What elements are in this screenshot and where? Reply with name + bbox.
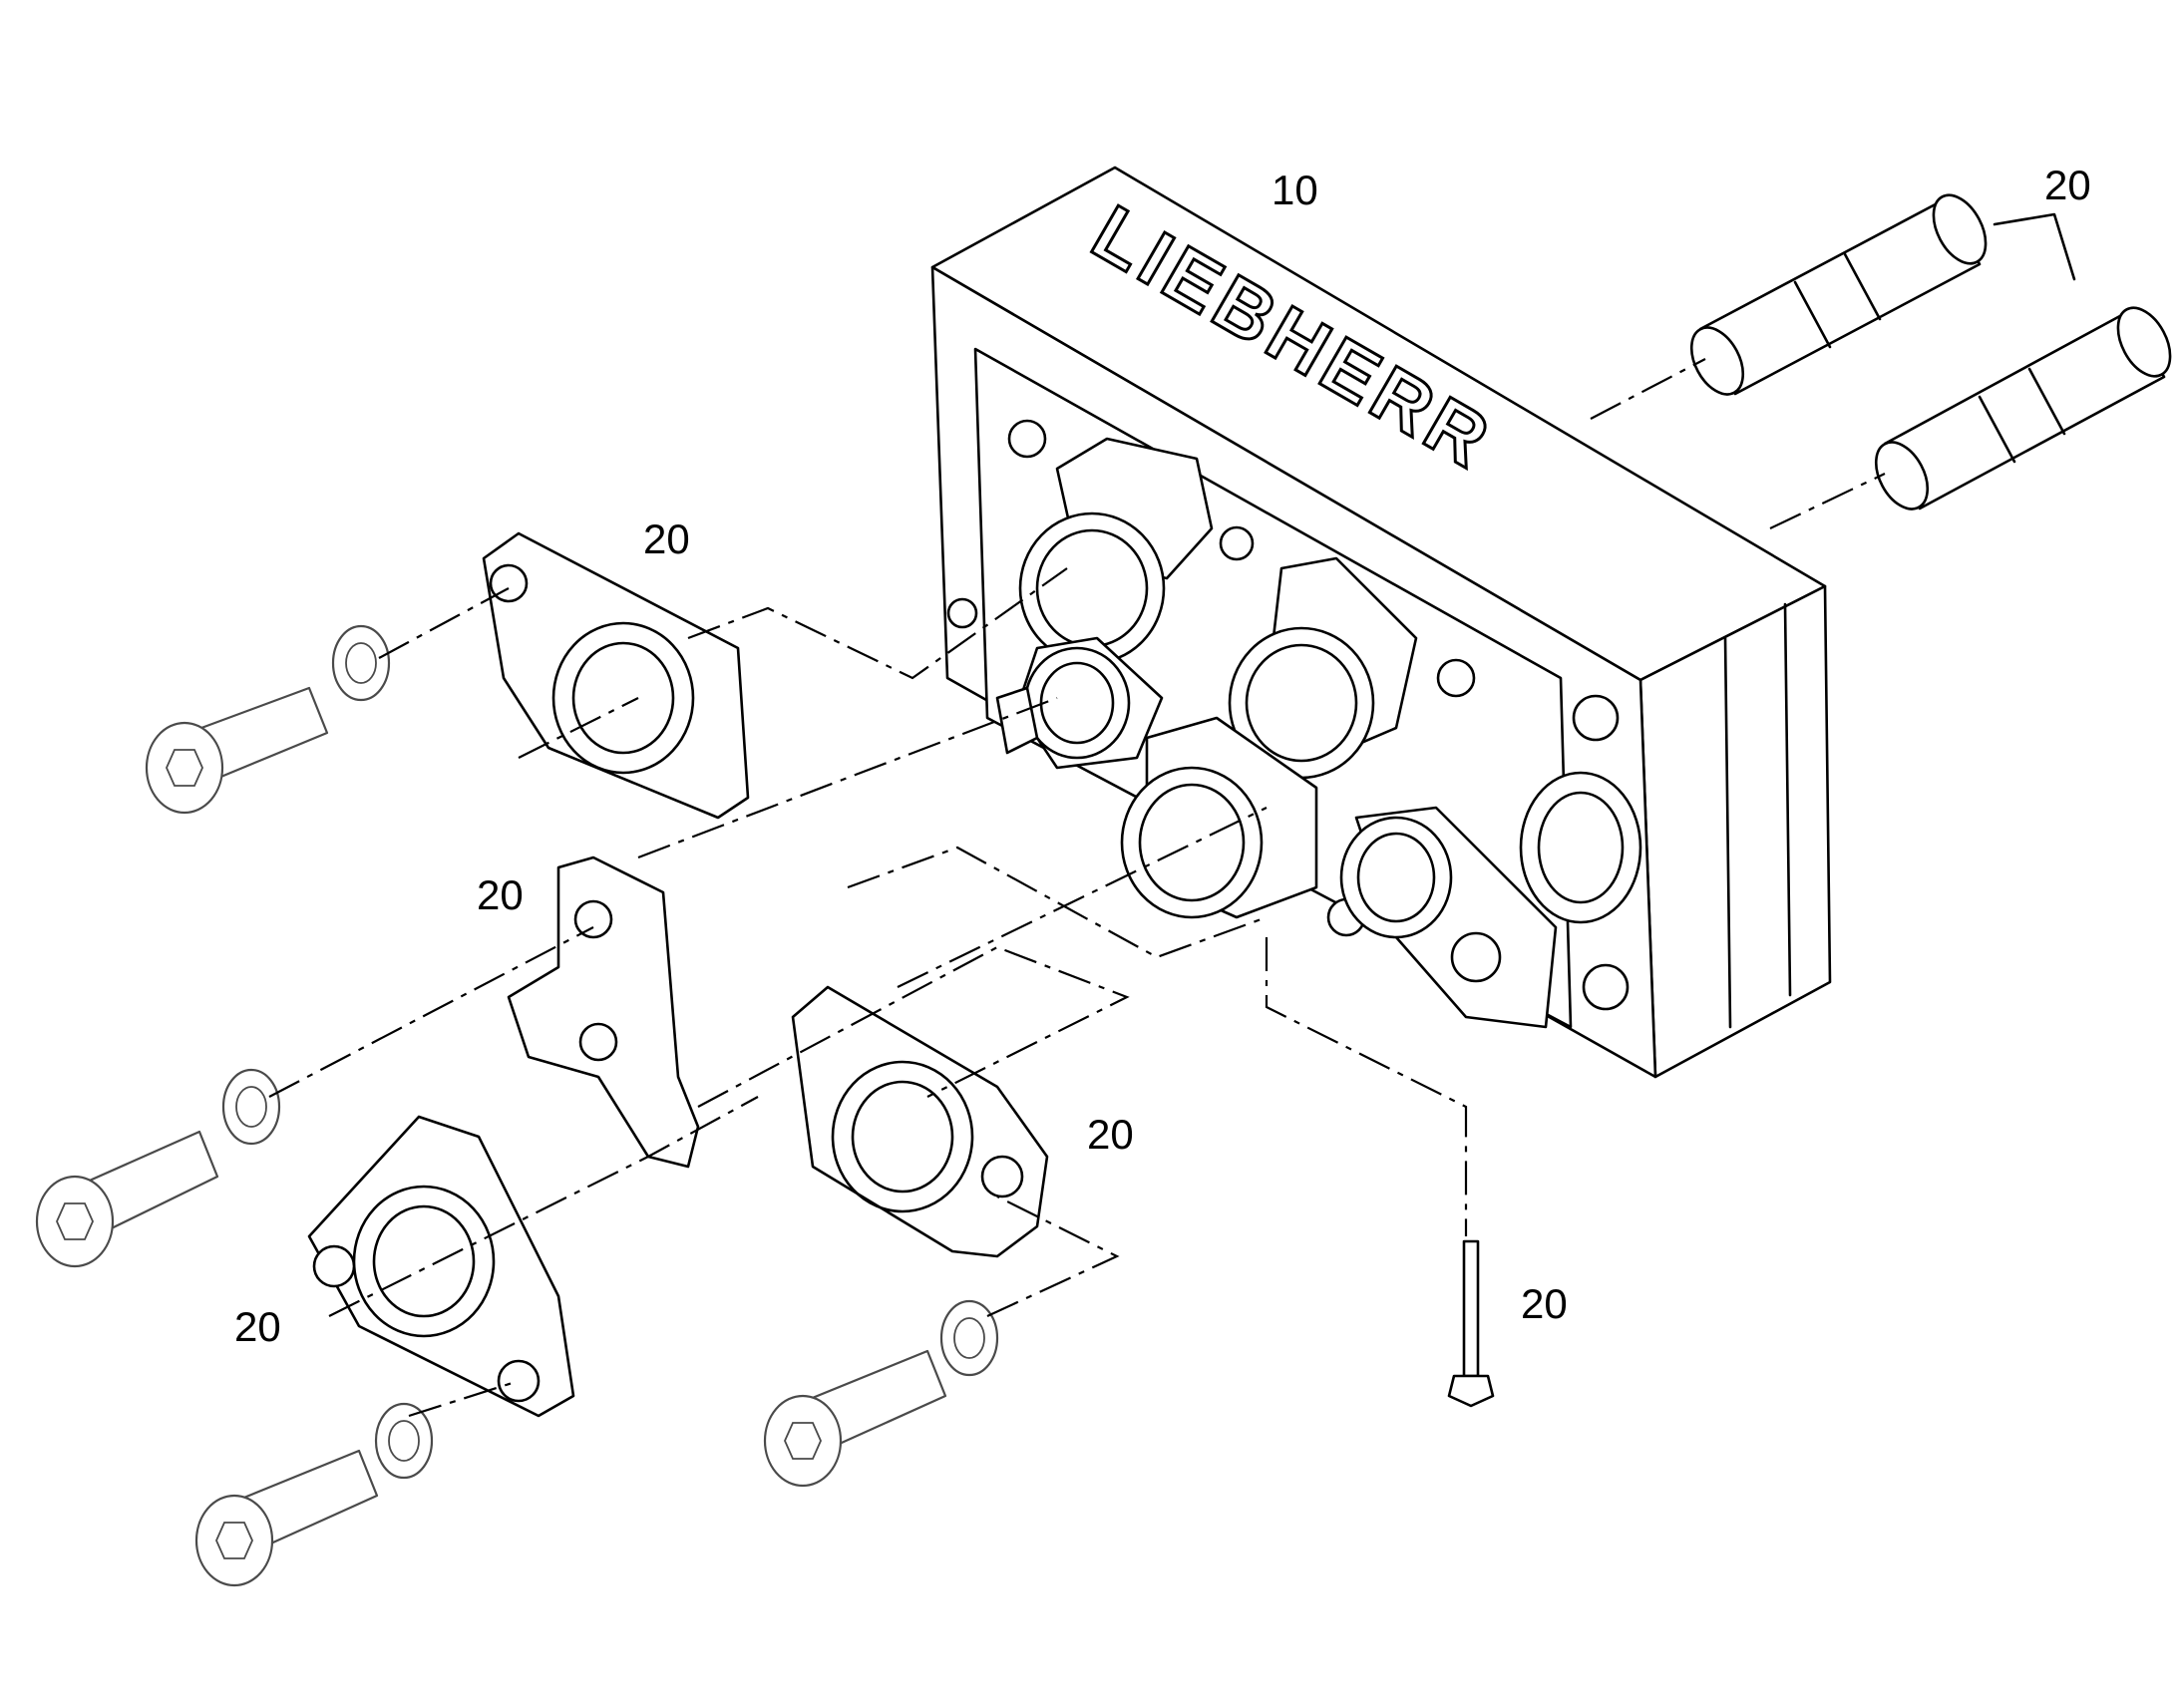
callout-bolt-vertical: 20 bbox=[1521, 1280, 1568, 1327]
flange-bottom bbox=[307, 1115, 575, 1418]
callout-flange-right: 20 bbox=[1087, 1111, 1134, 1158]
assembly-axes bbox=[268, 358, 1886, 1418]
spacer-plate bbox=[507, 855, 700, 1169]
valve-housing: LIEBHERR bbox=[930, 166, 1832, 1079]
washer-2 bbox=[221, 1068, 281, 1146]
socket-bolt-2 bbox=[35, 1130, 219, 1268]
flange-top bbox=[482, 531, 750, 820]
callout-spacer: 20 bbox=[477, 871, 524, 918]
callout-housing: 10 bbox=[1272, 167, 1318, 213]
port-boss-2 bbox=[1228, 556, 1418, 780]
socket-bolt-1 bbox=[145, 686, 329, 815]
dowel-pin-2 bbox=[1874, 306, 2172, 511]
socket-bolt-3 bbox=[194, 1449, 379, 1587]
pins-leader bbox=[1993, 212, 2076, 281]
port-boss-5 bbox=[1339, 806, 1558, 1029]
port-boss-4 bbox=[995, 636, 1164, 770]
flange-right bbox=[791, 985, 1049, 1258]
port-boss-3 bbox=[1120, 716, 1318, 919]
callout-flange-bottom: 20 bbox=[234, 1303, 281, 1350]
hex-bolt-vertical bbox=[1447, 1239, 1495, 1408]
washer-1 bbox=[331, 624, 391, 702]
port-boss-1 bbox=[1018, 437, 1214, 665]
washer-3 bbox=[374, 1402, 434, 1480]
dowel-pin-1 bbox=[1689, 193, 1988, 396]
callout-pins: 20 bbox=[2044, 162, 2091, 208]
callout-flange-top: 20 bbox=[643, 515, 690, 562]
socket-bolt-4 bbox=[763, 1349, 947, 1488]
washer-4 bbox=[939, 1299, 999, 1377]
